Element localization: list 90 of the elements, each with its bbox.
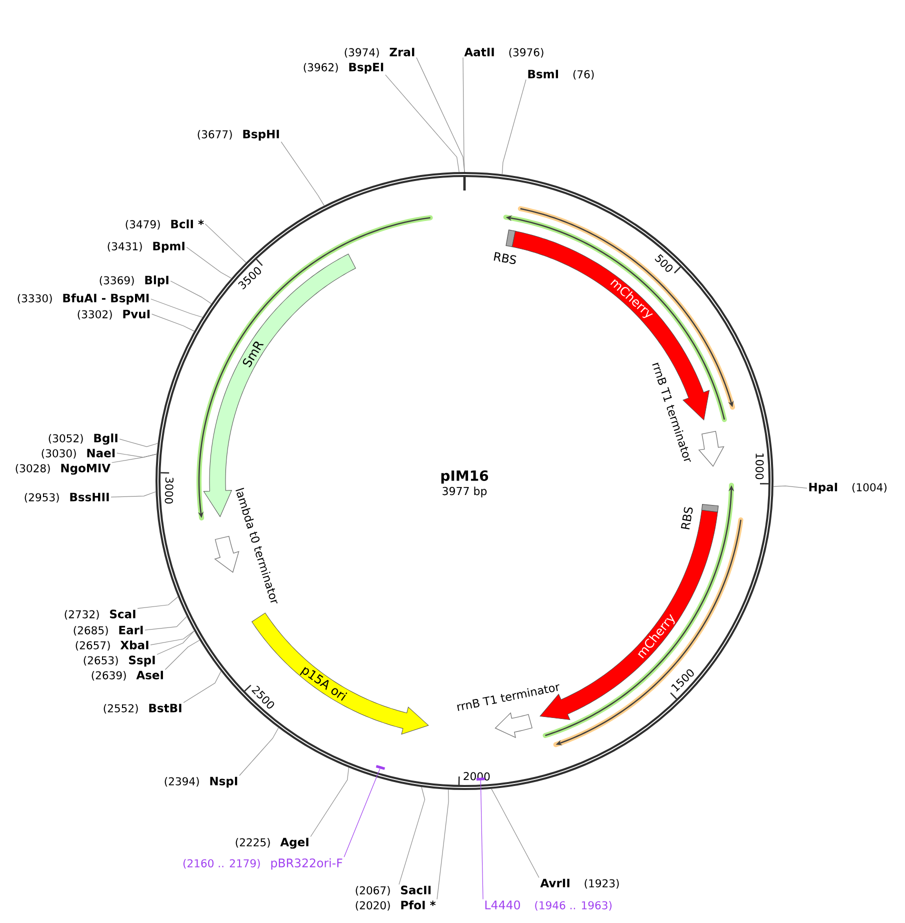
leader-line bbox=[204, 224, 246, 263]
position-label: (1004) bbox=[852, 483, 886, 493]
enzyme-label: BpmI bbox=[153, 242, 184, 253]
leader-line bbox=[110, 491, 156, 498]
position-label: (3330) bbox=[18, 294, 52, 304]
position-label: (3976) bbox=[509, 48, 544, 58]
leader-line bbox=[164, 640, 200, 670]
enzyme-label: XbaI bbox=[120, 640, 148, 650]
leader-line bbox=[137, 596, 178, 609]
enzyme-label: HpaI bbox=[809, 482, 838, 494]
enzyme-label: AatII bbox=[464, 48, 494, 56]
position-label: (2160 .. 2179) bbox=[183, 859, 260, 869]
enzyme-label: AseI bbox=[136, 670, 163, 680]
primer-bar bbox=[376, 764, 386, 770]
leader-line bbox=[310, 767, 350, 837]
position-label: (3369) bbox=[100, 276, 134, 286]
leader-line bbox=[150, 630, 195, 646]
position-label: (2394) bbox=[164, 777, 199, 787]
leader-line bbox=[170, 280, 212, 304]
enzyme-label: BfuAI - BspMI bbox=[63, 293, 149, 305]
position-label: (2552) bbox=[104, 704, 138, 714]
leader-line bbox=[398, 786, 426, 885]
leader-line bbox=[502, 79, 526, 175]
leader-line bbox=[436, 789, 449, 900]
enzyme-label: AvrII bbox=[540, 878, 570, 888]
position-label: (3431) bbox=[108, 242, 142, 252]
tick-label: 500 bbox=[654, 254, 673, 272]
leader-line bbox=[152, 314, 195, 332]
enzyme-label: BsmI bbox=[528, 70, 558, 78]
position-label: (3974) bbox=[344, 48, 379, 58]
enzyme-label: ScaI bbox=[110, 610, 136, 618]
enzyme-label: SspI bbox=[129, 656, 155, 667]
tick-label: 1000 bbox=[755, 454, 764, 480]
leader-line bbox=[480, 780, 484, 900]
leader-line bbox=[280, 142, 325, 206]
enzyme-label: PfoI * bbox=[401, 900, 436, 910]
enzyme-label: NgoMIV bbox=[61, 464, 111, 475]
leader-line bbox=[491, 788, 540, 878]
primer-bar bbox=[476, 778, 485, 781]
enzyme-label: AgeI bbox=[280, 838, 308, 849]
enzyme-label: BspEI bbox=[349, 62, 384, 74]
leader-line bbox=[116, 452, 157, 458]
leader-line bbox=[183, 670, 222, 703]
enzyme-label: SacII bbox=[401, 886, 431, 894]
position-label: (2953) bbox=[24, 493, 59, 503]
enzyme-label: BlpI bbox=[145, 275, 168, 287]
position-label: (2639) bbox=[92, 671, 126, 681]
leader-line bbox=[239, 727, 279, 776]
leader-line bbox=[150, 298, 203, 318]
position-label: (3479) bbox=[126, 220, 160, 230]
primer-label: L4440 bbox=[485, 900, 520, 910]
leader-line bbox=[144, 616, 188, 630]
position-label: (3028) bbox=[16, 464, 50, 474]
plasmid-name: pIM16 bbox=[441, 470, 488, 484]
position-label: (2225) bbox=[236, 838, 270, 848]
position-label: (1923) bbox=[584, 879, 619, 889]
enzyme-label: NspI bbox=[210, 776, 238, 788]
position-label: (2657) bbox=[76, 641, 110, 651]
leader-line bbox=[773, 486, 808, 488]
leader-line bbox=[186, 246, 232, 279]
tick-label: 3000 bbox=[164, 477, 174, 504]
enzyme-label: BssHII bbox=[70, 492, 109, 502]
position-label: (76) bbox=[573, 70, 594, 80]
position-label: (1946 .. 1963) bbox=[535, 901, 612, 911]
leader-line bbox=[385, 74, 460, 172]
position-label: (3302) bbox=[78, 310, 112, 320]
position-label: (3030) bbox=[42, 449, 76, 459]
position-label: (2685) bbox=[74, 626, 108, 636]
position-label: (2067) bbox=[356, 886, 390, 896]
plasmid-size: 3977 bp bbox=[442, 486, 487, 498]
primer-label: pBR322ori-F bbox=[271, 858, 342, 870]
enzyme-label: PvuI bbox=[123, 310, 150, 318]
leader-line bbox=[462, 57, 465, 172]
enzyme-label: BglI bbox=[94, 433, 118, 445]
position-label: (3052) bbox=[48, 434, 83, 444]
enzyme-label: EarI bbox=[119, 626, 143, 634]
enzyme-label: BstBI bbox=[149, 704, 182, 712]
enzyme-label: BclI * bbox=[171, 219, 204, 228]
position-label: (2653) bbox=[84, 656, 118, 666]
enzyme-label: ZraI bbox=[390, 48, 414, 56]
leader-line bbox=[119, 438, 158, 448]
position-label: (2732) bbox=[64, 610, 99, 620]
enzyme-label: NaeI bbox=[87, 448, 115, 458]
position-label: (3962) bbox=[304, 63, 338, 73]
position-label: (3677) bbox=[198, 130, 232, 140]
leader-line bbox=[344, 768, 380, 858]
leader-line bbox=[156, 630, 195, 655]
position-label: (2020) bbox=[356, 901, 390, 911]
enzyme-label: BspHI bbox=[243, 130, 279, 141]
feature-label: RBS bbox=[680, 507, 693, 530]
